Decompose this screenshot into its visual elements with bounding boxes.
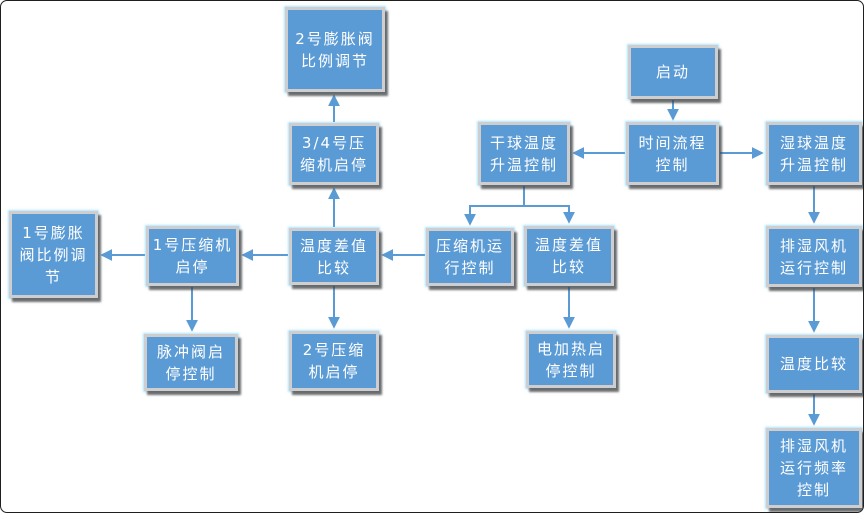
flow-node-dehumid-fan-run-control: 排湿风机运行控制 (766, 226, 862, 287)
connector-branch-to-compressor-run (464, 205, 524, 226)
flow-node-compressor1-startstop: 1号压缩机启停 (146, 226, 239, 286)
flow-node-dehumid-fan-freq-control: 排湿风机运行频率控制 (766, 428, 862, 508)
flow-node-compressor-run-control: 压缩机运行控制 (426, 228, 514, 286)
flow-node-temp-diff-compare-mid: 温度差值比较 (524, 226, 614, 286)
flow-node-compressor34-startstop: 3/4号压缩机启停 (289, 123, 379, 185)
flow-node-wet-bulb-heating-control: 湿球温度升温控制 (766, 122, 862, 185)
flow-node-expansion-valve2: 2号膨胀阀比例调节 (285, 7, 385, 92)
connector-branch-to-temp-diff-mid (524, 205, 575, 224)
flow-node-pulse-valve-control: 脉冲阀启停控制 (144, 334, 238, 391)
flow-node-time-flow-control: 时间流程控制 (626, 122, 719, 185)
flow-node-dry-bulb-heating-control: 干球温度升温控制 (478, 122, 570, 185)
flow-node-electric-heater-control: 电加热启停控制 (526, 331, 616, 388)
flow-node-temp-diff-compare-left: 温度差值比较 (289, 228, 379, 285)
flow-node-temp-compare: 温度比较 (766, 335, 862, 393)
flow-node-expansion-valve1: 1号膨胀阀比例调节 (9, 211, 98, 298)
flow-node-compressor2-startstop: 2号压缩机启停 (289, 331, 379, 391)
flow-node-start: 启动 (628, 45, 718, 99)
